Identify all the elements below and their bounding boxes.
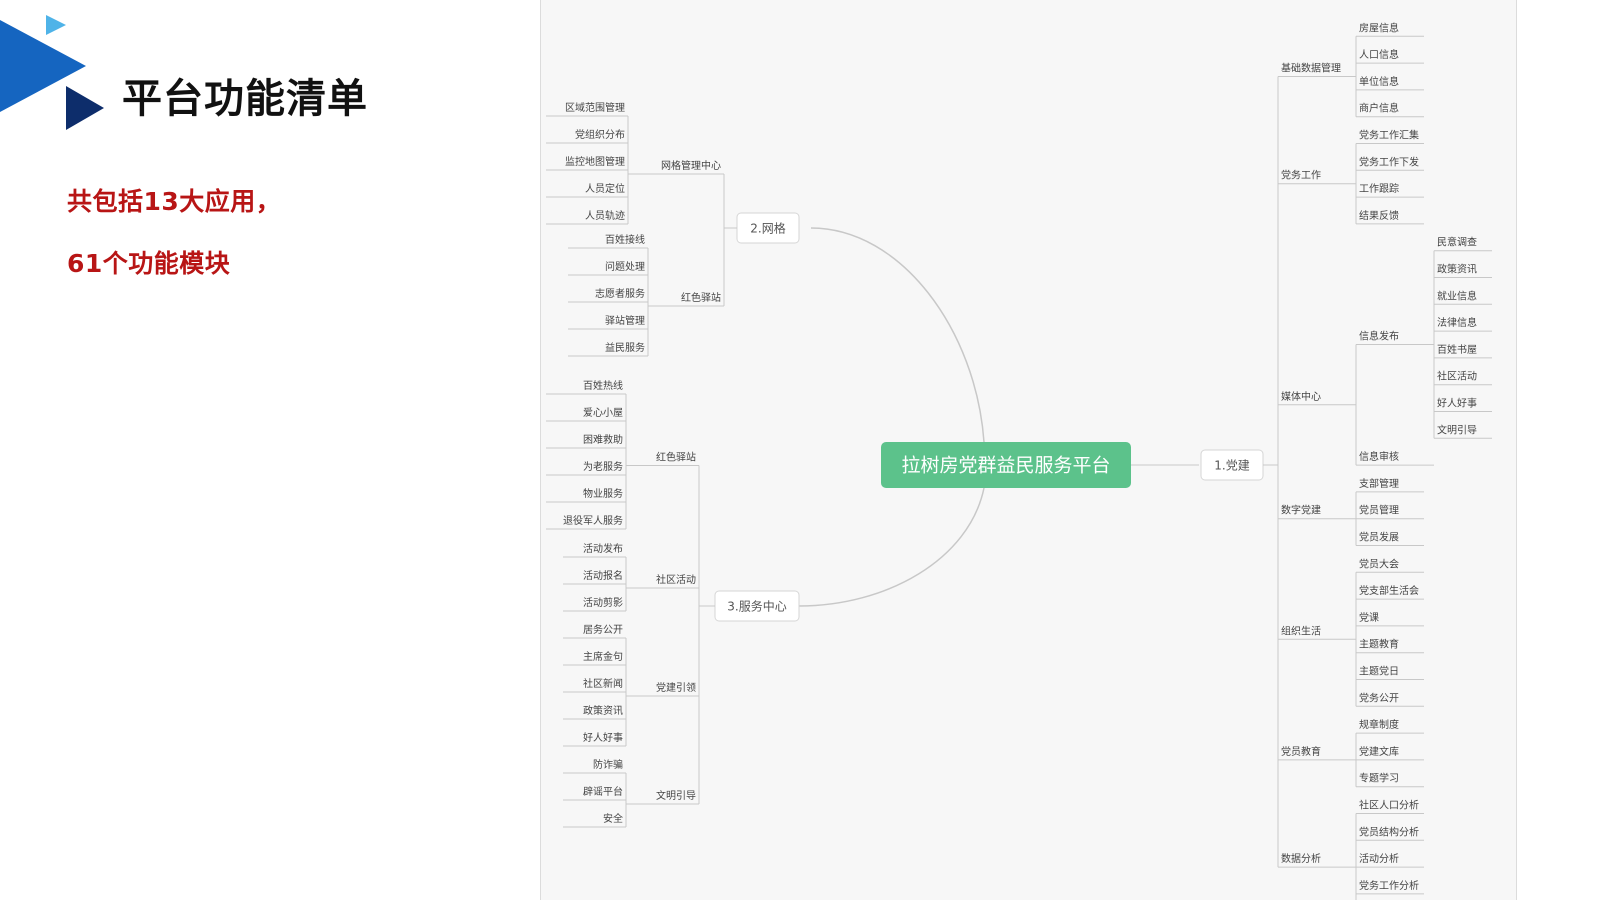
leaf-label: 规章制度	[1359, 718, 1399, 731]
leaf-label: 数字党建	[1281, 504, 1321, 517]
root-branch-curve	[810, 227, 985, 443]
summary-modules: 61个功能模块	[67, 249, 231, 278]
leaf-label: 文明引导	[656, 789, 696, 802]
leaf-label: 困难救助	[583, 433, 623, 446]
leaf-label: 党务工作分析	[1359, 879, 1419, 892]
leaf-label: 物业服务	[583, 487, 623, 500]
leaf-label: 主席金句	[583, 650, 623, 663]
branch-label: 1.党建	[1214, 458, 1249, 473]
leaf-label: 红色驿站	[656, 451, 696, 464]
leaf-label: 活动发布	[583, 542, 623, 555]
triangle-decoration-icon	[0, 15, 104, 130]
leaf-label: 结果反馈	[1359, 209, 1399, 222]
leaf-label: 民意调查	[1437, 236, 1477, 249]
leaf-label: 居务公开	[583, 623, 623, 636]
leaf-label: 监控地图管理	[565, 155, 625, 168]
leaf-label: 组织生活	[1281, 624, 1321, 637]
leaf-label: 政策资讯	[1437, 263, 1477, 276]
branch-label: 3.服务中心	[727, 599, 786, 614]
leaf-label: 党支部生活会	[1359, 584, 1419, 597]
leaf-label: 安全	[603, 812, 623, 825]
leaf-label: 为老服务	[583, 460, 623, 473]
root-branch-curve	[798, 487, 985, 607]
leaf-label: 党务工作	[1281, 169, 1321, 182]
leaf-label: 区域范围管理	[565, 101, 625, 114]
leaf-label: 专题学习	[1359, 772, 1399, 785]
leaf-label: 媒体中心	[1281, 390, 1321, 403]
leaf-label: 人员定位	[585, 182, 625, 195]
leaf-label: 红色驿站	[681, 291, 721, 304]
leaf-label: 主题党日	[1359, 665, 1399, 678]
branch-label: 2.网格	[750, 221, 785, 236]
leaf-label: 党课	[1359, 611, 1379, 624]
leaf-label: 网格管理中心	[661, 159, 721, 172]
leaf-label: 主题教育	[1359, 638, 1399, 651]
leaf-label: 党组织分布	[575, 128, 625, 141]
leaf-label: 法律信息	[1437, 316, 1477, 329]
leaf-label: 人口信息	[1359, 48, 1399, 61]
leaf-label: 党务工作下发	[1359, 155, 1419, 168]
leaf-label: 党建引领	[656, 681, 696, 694]
leaf-label: 活动剪影	[583, 596, 623, 609]
page-title: 平台功能清单	[122, 76, 368, 122]
leaf-label: 百姓接线	[605, 233, 645, 246]
leaf-label: 党务工作汇集	[1359, 129, 1419, 142]
leaf-label: 社区活动	[1437, 370, 1477, 383]
leaf-label: 百姓热线	[583, 379, 623, 392]
leaf-label: 志愿者服务	[595, 287, 645, 300]
root-node	[881, 442, 1131, 488]
leaf-label: 活动报名	[583, 569, 623, 582]
leaf-label: 辟谣平台	[583, 785, 623, 798]
leaf-label: 爱心小屋	[583, 406, 623, 419]
leaf-label: 工作跟踪	[1359, 182, 1399, 195]
root-label: 拉树房党群益民服务平台	[901, 455, 1110, 477]
leaf-label: 房屋信息	[1359, 21, 1399, 34]
leaf-label: 支部管理	[1359, 477, 1399, 490]
leaf-label: 防诈骗	[593, 758, 623, 771]
leaf-label: 信息发布	[1359, 330, 1399, 343]
leaf-label: 问题处理	[605, 260, 645, 273]
leaf-label: 好人好事	[583, 731, 623, 744]
leaf-label: 党员发展	[1359, 531, 1399, 544]
leaf-label: 就业信息	[1437, 289, 1477, 302]
leaf-label: 基础数据管理	[1281, 62, 1341, 75]
leaf-label: 社区活动	[656, 573, 696, 586]
leaf-label: 退役军人服务	[563, 514, 623, 527]
leaf-label: 文明引导	[1437, 423, 1477, 436]
leaf-label: 单位信息	[1359, 75, 1399, 88]
leaf-label: 数据分析	[1281, 852, 1321, 865]
leaf-label: 人员轨迹	[585, 209, 625, 222]
leaf-label: 社区新闻	[583, 677, 623, 690]
leaf-label: 党务公开	[1359, 691, 1399, 704]
leaf-label: 活动分析	[1359, 852, 1399, 865]
leaf-label: 党员结构分析	[1359, 825, 1419, 838]
leaf-label: 好人好事	[1437, 397, 1477, 410]
leaf-label: 党建文库	[1359, 745, 1399, 758]
leaf-label: 社区人口分析	[1359, 799, 1419, 812]
leaf-label: 商户信息	[1359, 102, 1399, 115]
leaf-label: 政策资讯	[583, 704, 623, 717]
leaf-label: 党员大会	[1359, 557, 1399, 570]
leaf-label: 党员管理	[1359, 504, 1399, 517]
leaf-label: 信息审核	[1359, 450, 1399, 463]
leaf-label: 益民服务	[605, 341, 645, 354]
leaf-label: 驿站管理	[605, 314, 645, 327]
summary-apps: 共包括13大应用，	[67, 187, 282, 216]
leaf-label: 百姓书屋	[1437, 343, 1477, 356]
leaf-label: 党员教育	[1281, 745, 1321, 758]
